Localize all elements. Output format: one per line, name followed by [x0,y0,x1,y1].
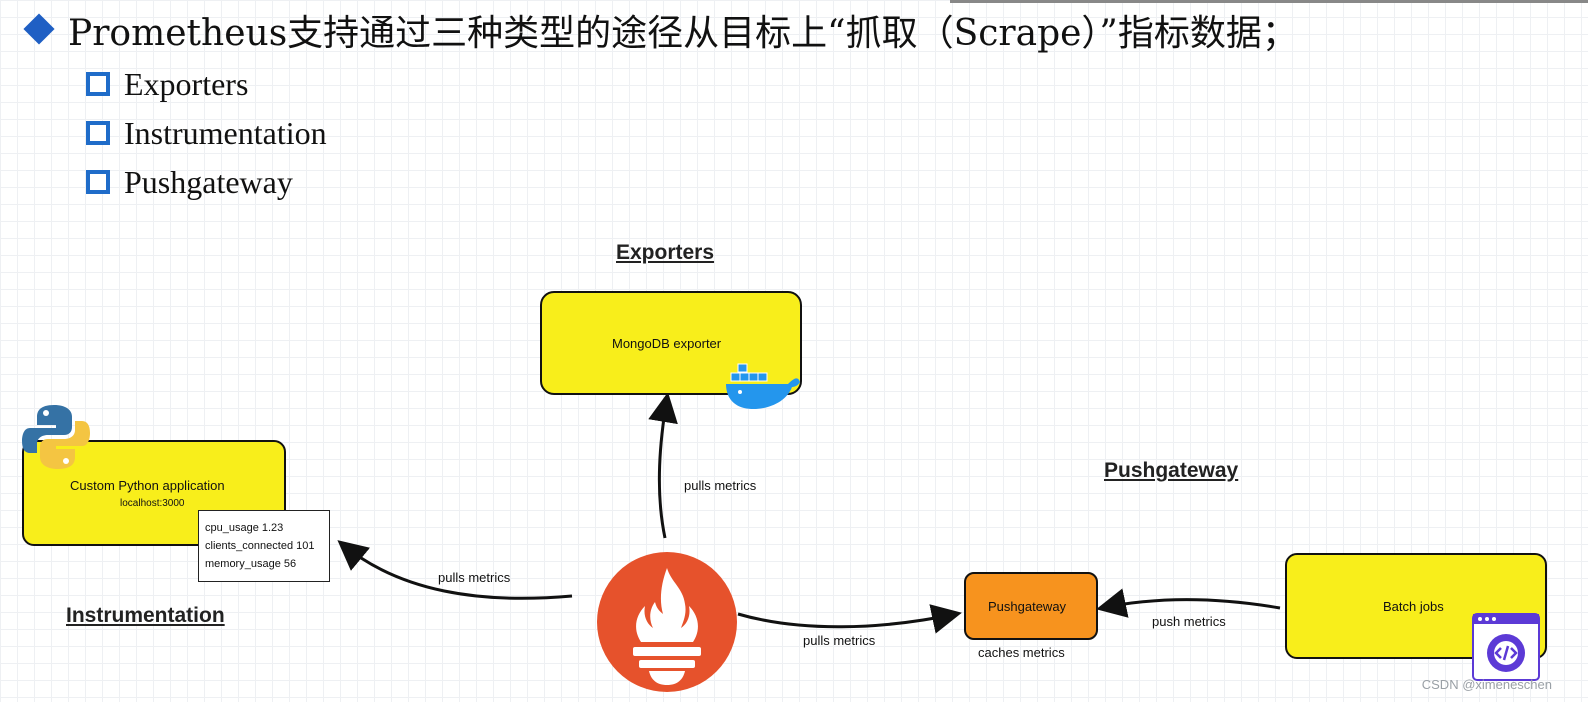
square-bullet-icon [86,121,110,145]
code-gear-icon [1472,613,1540,681]
arrow-to-app [337,540,573,600]
pushgateway-box-label: Pushgateway [988,599,1067,614]
python-logo-icon [22,405,90,469]
watermark: CSDN @ximeneschen [1421,677,1552,692]
edge-label-push-metrics: push metrics [1152,614,1226,629]
page-headline: Prometheus支持通过三种类型的途径从目标上“抓取（Scrape）”指标数… [68,13,1298,54]
edge-label-to-app: pulls metrics [438,570,511,585]
metrics-panel: cpu_usage 1.23 clients_connected 101 mem… [198,510,330,582]
arrow-batch-to-pushgateway [1096,588,1281,618]
bullet-pushgateway: Pushgateway [124,164,293,200]
pushgateway-box: Pushgateway [964,572,1098,640]
batch-jobs-label: Batch jobs [1383,599,1444,614]
arrow-to-exporter [648,392,678,539]
python-app-sublabel: localhost:3000 [120,498,185,509]
docker-whale-icon [726,363,800,410]
exporters-title: Exporters [616,241,715,264]
bullet-exporters: Exporters [124,66,249,102]
square-bullet-icon [86,170,110,194]
bullet-instrumentation: Instrumentation [124,115,327,151]
prometheus-flame-icon [597,552,737,692]
edge-label-to-pushgateway: pulls metrics [803,633,876,648]
edge-label-to-exporter: pulls metrics [684,478,757,493]
instrumentation-title: Instrumentation [66,604,225,627]
square-bullet-icon [86,72,110,96]
window-top-bar [950,0,1588,3]
pushgateway-caption: caches metrics [978,645,1065,660]
metric-line: clients_connected 101 [205,540,315,552]
mongodb-exporter-label: MongoDB exporter [612,336,722,351]
metric-line: memory_usage 56 [205,558,297,570]
python-app-label: Custom Python application [70,478,225,493]
arrow-to-pushgateway [737,604,962,634]
metric-line: cpu_usage 1.23 [205,522,284,534]
pushgateway-title: Pushgateway [1104,459,1239,482]
